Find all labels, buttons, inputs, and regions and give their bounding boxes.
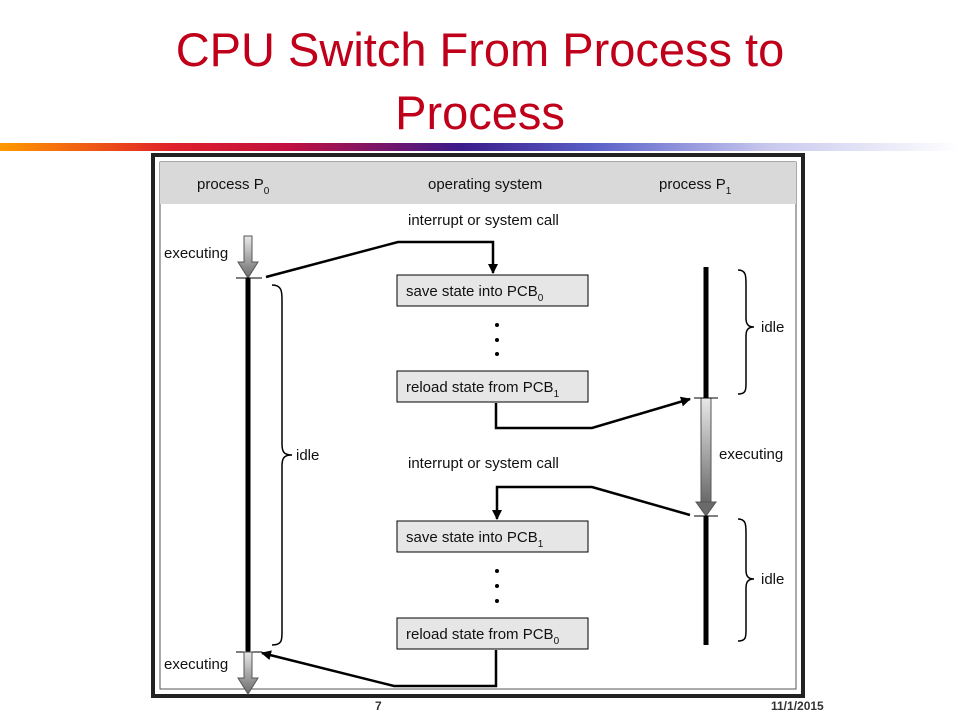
p1-executing-bar	[700, 397, 712, 503]
slide-date: 11/1/2015	[771, 699, 824, 713]
p1-idle-bottom-label: idle	[761, 571, 784, 588]
p0-idle-brace	[271, 284, 293, 646]
p0-executing-top-label: executing	[164, 245, 228, 262]
header-band	[160, 162, 796, 204]
p0-executing-bottom-label: executing	[164, 656, 228, 673]
page-number: 7	[375, 699, 382, 713]
p1-idle-top-label: idle	[761, 319, 784, 336]
box-save-state-pcb0	[396, 274, 589, 307]
p1-idle-brace-bottom	[737, 518, 755, 642]
ellipsis-dots-2	[495, 569, 499, 603]
arrow-p0-to-save-pcb0	[265, 240, 498, 279]
box-save-state-pcb1-label: save state into PCB1	[406, 529, 544, 550]
ellipsis-dots-1	[495, 323, 499, 356]
diagram-inner-frame	[159, 161, 797, 690]
box-reload-state-pcb0-label: reload state from PCB0	[406, 626, 560, 647]
box-reload-state-pcb1	[396, 370, 589, 403]
p1-executing-label: executing	[719, 446, 783, 463]
header-process-p0: process P0	[197, 176, 270, 197]
arrow-reload-pcb1-to-p1	[494, 396, 691, 430]
title-gradient-rule	[0, 143, 960, 151]
arrow-p1-to-save-pcb1	[492, 485, 691, 520]
box-reload-state-pcb0	[396, 617, 589, 650]
header-process-p1: process P1	[659, 176, 732, 197]
header-operating-system: operating system	[428, 176, 542, 193]
slide-title-line-1: CPU Switch From Process to	[175, 23, 785, 76]
box-save-state-pcb0-label: save state into PCB0	[406, 283, 544, 304]
box-reload-state-pcb1-label: reload state from PCB1	[406, 379, 560, 400]
p1-idle-brace-top	[737, 269, 755, 395]
p1-executing-arrowhead	[695, 501, 717, 517]
interrupt-label-2: interrupt or system call	[408, 455, 559, 472]
interrupt-label-1: interrupt or system call	[408, 212, 559, 229]
p0-idle-label: idle	[296, 447, 319, 464]
box-save-state-pcb1	[396, 520, 589, 553]
p0-executing-bottom-arrow	[237, 651, 259, 695]
p0-executing-top-arrow	[237, 235, 259, 279]
slide-title-line-2: Process	[395, 86, 565, 139]
arrow-reload-pcb0-to-p0	[261, 650, 498, 688]
